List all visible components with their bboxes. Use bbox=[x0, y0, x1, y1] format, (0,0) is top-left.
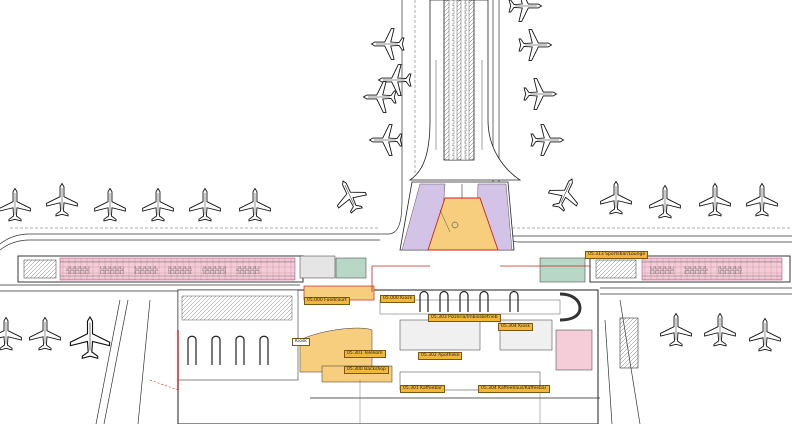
unit-label-kaffeehaus: 05.304 Kaffeehaus/Kaffeebar bbox=[478, 385, 550, 393]
unit-label-backshop: 05.300 Backshop bbox=[344, 366, 389, 374]
central-pier bbox=[408, 0, 522, 181]
main-terminal bbox=[149, 265, 639, 424]
aircraft-taxi-lanes bbox=[10, 0, 792, 229]
seating-blocks bbox=[66, 266, 742, 274]
unit-label-pizzeria: 05.303 Pizzeria/Imbissbetrieb bbox=[428, 314, 501, 322]
aircraft-terminal-left bbox=[0, 174, 372, 222]
aircraft-terminal-right bbox=[543, 172, 778, 219]
pier-head bbox=[399, 181, 515, 251]
unit-label-kaffeebar: 05.301 Kaffeebar bbox=[400, 385, 445, 393]
security-lanes bbox=[187, 290, 519, 365]
aircraft-pier-left bbox=[363, 28, 412, 156]
unit-label-foodcourt: 05.000 Foodcourt bbox=[304, 297, 350, 305]
unit-label-kiosk-top: 05.000 Kiosk bbox=[380, 295, 416, 303]
unit-label-sportsbar: 05.313 Sportsbar/Lounge bbox=[585, 251, 649, 259]
right-concourse bbox=[539, 255, 791, 283]
unit-label-kiosk-right: 05.304 Kiosk bbox=[498, 323, 534, 331]
aircraft-pier-right bbox=[508, 0, 564, 156]
unit-label-telekom: 05.301 Telekom bbox=[344, 350, 386, 358]
unit-label-kiosk-left: Kiosk bbox=[292, 338, 310, 346]
unit-label-apotheke: 05.302 Apotheke bbox=[418, 352, 463, 360]
